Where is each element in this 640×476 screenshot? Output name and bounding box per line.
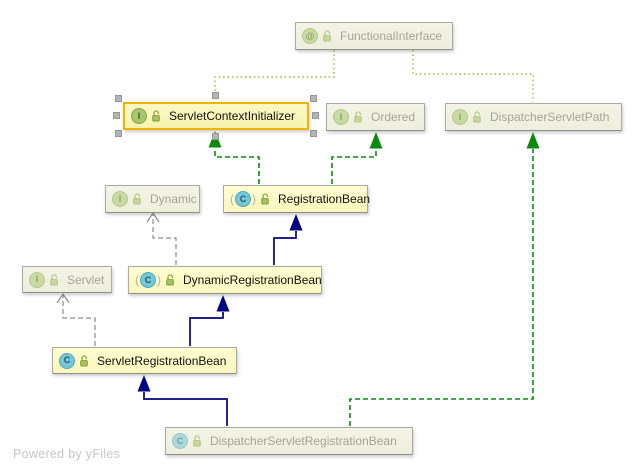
edge-implements-dispatcherservletregistrationbean-dispatcherservletpath[interactable] xyxy=(349,132,540,426)
node-dynamic[interactable]: I Dynamic xyxy=(105,185,200,213)
selection-handle[interactable] xyxy=(115,95,122,102)
icon-glyph: I xyxy=(118,193,122,204)
icon-glyph: I xyxy=(339,111,343,122)
interface-icon: I xyxy=(333,109,349,125)
abstract-class-icon: C xyxy=(235,191,251,207)
abstract-paren: ( xyxy=(230,192,234,206)
edge-implements-registrationbean-ordered[interactable] xyxy=(331,132,383,184)
node-label: ServletContextInitializer xyxy=(169,109,296,123)
icon-glyph: C xyxy=(63,355,71,365)
icon-glyph: C xyxy=(176,435,184,446)
edge-extends-dispatcherservletregistrationbean-servletregistrationbean[interactable] xyxy=(137,375,228,426)
selection-handle[interactable] xyxy=(212,133,219,140)
selection-handle[interactable] xyxy=(312,112,319,119)
node-servlet[interactable]: I Servlet xyxy=(22,266,112,293)
unlocked-icon xyxy=(80,354,88,366)
unlocked-icon xyxy=(166,274,174,286)
selection-handle[interactable] xyxy=(310,95,317,102)
node-dispatcher-servlet-registration-bean[interactable]: C DispatcherServletRegistrationBean xyxy=(165,427,413,455)
class-icon: C xyxy=(172,433,188,449)
interface-icon: I xyxy=(452,109,468,125)
edge-annotation-functionalinterface-dispatcherservletpath[interactable] xyxy=(412,50,534,102)
node-registration-bean[interactable]: ( C ) RegistrationBean xyxy=(223,185,371,213)
node-functional-interface[interactable]: @ FunctionalInterface xyxy=(295,22,453,50)
node-label: DispatcherServletPath xyxy=(490,110,610,124)
abstract-paren: ( xyxy=(135,273,139,287)
unlocked-icon xyxy=(50,273,58,285)
interface-icon: I xyxy=(112,191,128,207)
node-servlet-registration-bean[interactable]: C ServletRegistrationBean xyxy=(52,347,237,374)
abstract-paren: ) xyxy=(252,192,256,206)
edge-annotation-functionalinterface-servletcontextinitializer[interactable] xyxy=(214,50,335,95)
icon-glyph: C xyxy=(239,193,247,204)
unlocked-icon xyxy=(133,193,141,205)
selection-handle[interactable] xyxy=(113,112,120,119)
unlocked-icon xyxy=(152,110,160,122)
unlocked-icon xyxy=(323,30,331,42)
edge-extends-dynamicregistrationbean-registrationbean[interactable] xyxy=(273,214,303,265)
unlocked-icon xyxy=(261,193,269,205)
node-label: ServletRegistrationBean xyxy=(97,353,227,368)
edge-dependency-servletregistrationbean-servlet[interactable] xyxy=(56,292,96,346)
node-label: DynamicRegistrationBean xyxy=(183,273,322,287)
edge-dependency-dynamicregistrationbean-dynamic[interactable] xyxy=(146,211,177,265)
abstract-paren: ) xyxy=(157,273,161,287)
yfiles-watermark: Powered by yFiles xyxy=(13,447,121,461)
node-ordered[interactable]: I Ordered xyxy=(326,103,425,131)
icon-glyph: I xyxy=(137,110,141,121)
icon-glyph: I xyxy=(35,274,39,284)
annotation-icon: @ xyxy=(302,28,318,44)
node-label: Servlet xyxy=(67,272,105,287)
edge-extends-servletregistrationbean-dynamicregistrationbean[interactable] xyxy=(189,295,230,346)
node-label: Dynamic xyxy=(150,192,197,206)
unlocked-icon xyxy=(193,435,201,447)
interface-icon: I xyxy=(29,271,45,288)
abstract-class-icon: C xyxy=(140,272,156,288)
node-dispatcher-servlet-path[interactable]: I DispatcherServletPath xyxy=(445,103,622,131)
icon-glyph: C xyxy=(144,274,152,285)
node-label: RegistrationBean xyxy=(278,192,371,206)
selection-handle[interactable] xyxy=(115,130,122,137)
interface-icon: I xyxy=(131,108,147,124)
icon-glyph: @ xyxy=(305,30,315,41)
class-icon: C xyxy=(59,352,75,369)
node-label: Ordered xyxy=(371,110,416,124)
node-servlet-context-initializer[interactable]: I ServletContextInitializer xyxy=(113,92,319,140)
node-dynamic-registration-bean[interactable]: ( C ) DynamicRegistrationBean xyxy=(128,266,322,294)
node-label: DispatcherServletRegistrationBean xyxy=(210,434,397,448)
icon-glyph: I xyxy=(458,111,462,122)
selection-handle[interactable] xyxy=(212,92,219,99)
node-label: FunctionalInterface xyxy=(340,29,443,43)
unlocked-icon xyxy=(354,111,362,123)
unlocked-icon xyxy=(473,111,481,123)
selection-handle[interactable] xyxy=(310,130,317,137)
